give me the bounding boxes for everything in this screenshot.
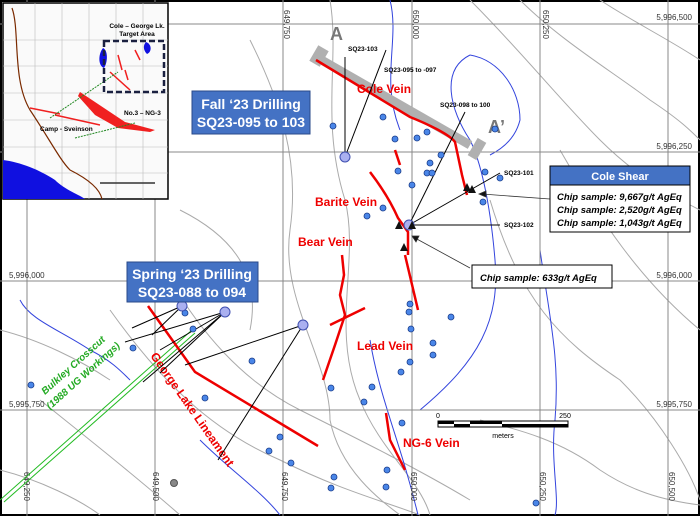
top-easting-650250: 650,250 (541, 10, 550, 39)
inset-location-map: Cole – George Lk. Target Area No.3 – NG-… (2, 2, 169, 200)
fall-drilling-box: Fall ‘23 Drilling SQ23-095 to 103 (191, 90, 311, 135)
bottom-easting-650500: 650,500 (667, 472, 676, 501)
inset-target-label-1: Cole – George Lk. (109, 23, 164, 30)
bottom-easting-649750: 649,750 (280, 472, 289, 501)
cole-shear-callout: Cole Shear Chip sample: 9,667g/t AgEq Ch… (549, 165, 691, 233)
hole-label-sq23-098-100: SQ23-098 to 100 (440, 102, 491, 109)
scale-bar: 0 250 meters (436, 413, 571, 440)
right-northing-5996250: 5,996,250 (656, 142, 692, 151)
section-line: A A’ (309, 24, 505, 161)
hole-label-sq23-103: SQ23-103 (348, 46, 378, 53)
inset-camp-label: Camp - Sveinson (40, 126, 93, 133)
chip-sample-633-callout: Chip sample: 633g/t AgEq (471, 264, 613, 289)
scale-unit: meters (492, 433, 514, 440)
chip-sample-2: Chip sample: 2,520g/t AgEq (557, 205, 682, 216)
chip-sample-3: Chip sample: 1,043g/t AgEq (557, 218, 682, 229)
hole-label-sq23-101: SQ23-101 (504, 170, 534, 177)
barite-vein-label: Barite Vein (315, 195, 377, 209)
chip-sample-633: Chip sample: 633g/t AgEq (480, 273, 597, 284)
bottom-easting-650000: 650,000 (409, 472, 418, 501)
hole-label-sq23-102: SQ23-102 (504, 222, 534, 229)
fall-drilling-holes: SQ23-095 to 103 (197, 114, 305, 130)
right-northing-5996500: 5,996,500 (656, 13, 692, 22)
spring-drilling-title: Spring ‘23 Drilling (132, 266, 252, 282)
hole-label-sq23-095-097: SQ23-095 to -097 (384, 67, 437, 74)
coordinate-labels: 650,000 650,250 649,750 5,996,500 5,996,… (9, 10, 693, 501)
left-northing-5996000: 5,996,000 (9, 271, 45, 280)
bottom-easting-649500: 649,500 (151, 472, 160, 501)
top-easting-650000: 650,000 (411, 10, 420, 39)
cole-shear-title: Cole Shear (591, 171, 649, 183)
spring-drilling-holes: SQ23-088 to 094 (138, 284, 246, 300)
right-northing-5995750: 5,995,750 (656, 400, 692, 409)
chip-sample-markers (395, 183, 476, 251)
veins (146, 58, 469, 471)
bear-vein-label: Bear Vein (298, 235, 353, 249)
cole-vein-label: Cole Vein (357, 82, 411, 96)
bottom-easting-649250: 649,250 (22, 472, 31, 501)
lead-vein-label: Lead Vein (357, 339, 413, 353)
ng6-vein-label: NG-6 Vein (403, 436, 460, 450)
scale-max: 250 (559, 413, 571, 420)
right-northing-5996000: 5,996,000 (656, 271, 692, 280)
scale-min: 0 (436, 413, 440, 420)
inset-no3-label: No.3 – NG-3 (124, 110, 161, 117)
callout-arrows (411, 190, 551, 269)
spring-drilling-box: Spring ‘23 Drilling SQ23-088 to 094 (126, 261, 259, 303)
bottom-easting-650250: 650,250 (538, 472, 547, 501)
left-northing-5995750: 5,995,750 (9, 400, 45, 409)
fall-drilling-title: Fall ‘23 Drilling (201, 96, 301, 112)
inset-target-label-2: Target Area (119, 31, 155, 38)
drill-traces (124, 49, 501, 461)
chip-sample-1: Chip sample: 9,667g/t AgEq (557, 192, 682, 203)
historic-drill-holes (27, 113, 540, 507)
top-easting-649750: 649,750 (282, 10, 291, 39)
section-label-a: A (330, 24, 343, 44)
